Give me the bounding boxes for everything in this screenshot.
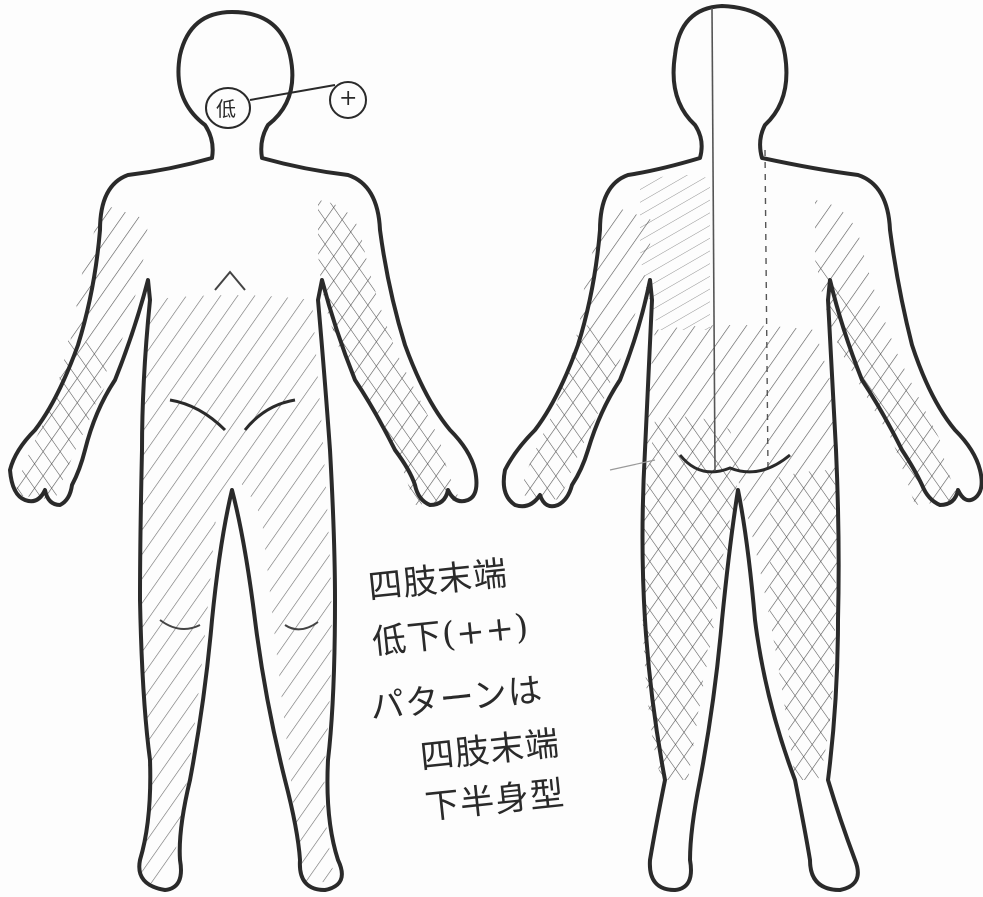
face-mark-circle-text: +: [339, 86, 357, 111]
face-mark-text: 低: [216, 93, 236, 122]
back-figure: [504, 6, 982, 890]
front-figure: [10, 12, 476, 890]
front-chest-mark: [215, 272, 245, 290]
